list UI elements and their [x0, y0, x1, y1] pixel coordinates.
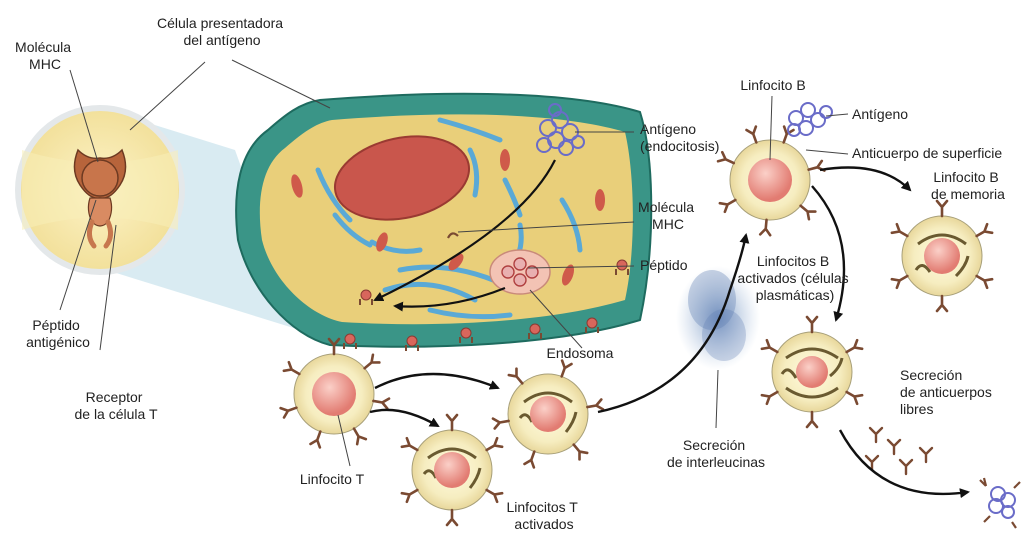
label-antigen: Antígeno	[852, 106, 908, 122]
activated-t-cell-2	[402, 415, 502, 525]
label-t-lymphocyte: Linfocito T	[300, 471, 365, 487]
label-memory-b: Linfocito B de memoria	[931, 169, 1005, 202]
antigen-b-cell	[788, 103, 832, 136]
label-antigenic-peptide: Péptido antigénico	[26, 317, 90, 350]
label-peptide: Péptido	[640, 257, 688, 273]
label-b-lymphocyte: Linfocito B	[740, 77, 805, 93]
endosome	[490, 250, 550, 294]
antigen-antibody-complex	[980, 478, 1020, 528]
plasma-cell	[762, 317, 862, 427]
label-endosome: Endosoma	[547, 345, 614, 361]
t-lymphocyte	[281, 339, 389, 447]
free-antibodies	[866, 428, 932, 474]
memory-b-cell	[892, 201, 992, 311]
activated-t-cell-1	[493, 361, 603, 468]
label-mhc-molecule-top: Molécula MHC	[15, 39, 75, 72]
label-activated-t: Linfocitos T activados	[507, 499, 582, 532]
b-lymphocyte	[718, 127, 824, 236]
label-free-antibody: Secreción de anticuerpos libres	[900, 367, 996, 417]
label-apc: Célula presentadora del antígeno	[157, 15, 287, 48]
label-antigen-endocytosis: Antígeno (endocitosis)	[640, 121, 719, 154]
label-interleukin: Secreción de interleucinas	[667, 437, 765, 470]
label-surface-antibody: Anticuerpo de superficie	[852, 145, 1002, 161]
label-t-cell-receptor: Receptor de la célula T	[74, 389, 157, 422]
